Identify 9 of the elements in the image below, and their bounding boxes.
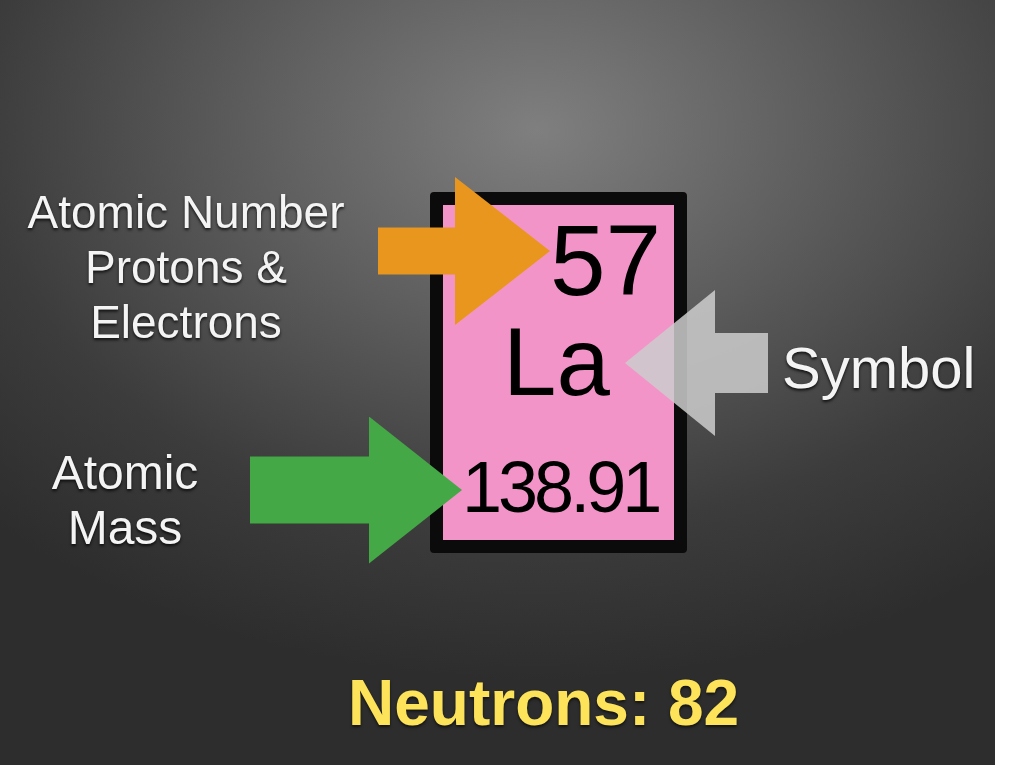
atomic-number: 57: [550, 210, 662, 310]
atomic-number-label: Atomic Number Protons & Electrons: [8, 185, 378, 350]
arrow: [250, 416, 462, 564]
atomic-mass-value: 138.91: [462, 451, 659, 523]
neutron-count: Neutrons: 82: [348, 671, 740, 735]
arrow: [378, 177, 550, 325]
element-symbol: La: [503, 314, 625, 410]
arrow: [625, 290, 768, 436]
atomic-mass-label: Atomic Mass: [0, 445, 250, 555]
